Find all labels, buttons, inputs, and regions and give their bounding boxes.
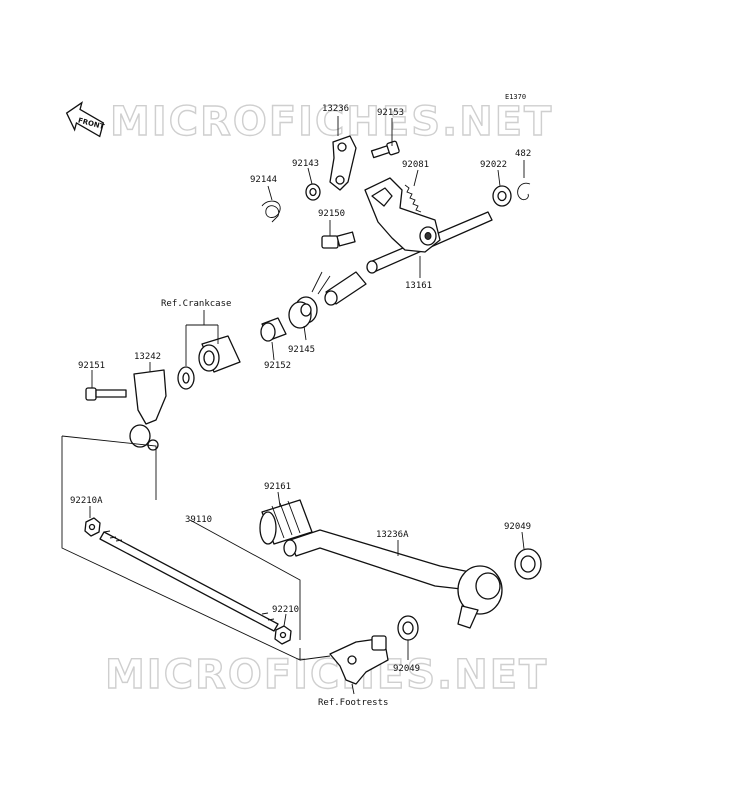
leader-lines [61, 116, 525, 695]
label-13236a: 13236A [376, 530, 409, 540]
label-92081: 92081 [402, 160, 429, 170]
collar-92152 [260, 317, 287, 342]
label-92151: 92151 [78, 361, 105, 371]
bolt-92153 [370, 140, 400, 159]
label-92161: 92161 [264, 482, 291, 492]
rubber-92161 [259, 499, 313, 545]
label-ref-crankcase: Ref.Crankcase [161, 299, 231, 309]
rod-39110 [99, 530, 279, 632]
label-13236: 13236 [322, 104, 349, 114]
shift-arm [364, 177, 441, 253]
nut-92210a [84, 517, 101, 537]
label-92143: 92143 [292, 159, 319, 169]
label-92022: 92022 [480, 160, 507, 170]
pedal-13236a [283, 529, 503, 629]
label-92049-bottom: 92049 [393, 664, 420, 674]
bearing-crankcase [177, 335, 241, 390]
label-92210a: 92210A [70, 496, 103, 506]
spring-92081 [404, 184, 422, 213]
label-92152: 92152 [264, 361, 291, 371]
front-arrow-icon: FRONT [65, 101, 105, 138]
label-92153: 92153 [377, 108, 404, 118]
label-92210: 92210 [272, 605, 299, 615]
collar-92143 [305, 183, 321, 201]
plate-13236 [329, 135, 357, 191]
circlip-482 [517, 182, 531, 201]
bolt-92150 [321, 231, 356, 249]
footrest-bracket [329, 635, 389, 685]
watermark-top: MICROFICHES.NET [110, 99, 553, 145]
label-13161: 13161 [405, 281, 432, 291]
label-482: 482 [515, 149, 531, 159]
label-92144: 92144 [250, 175, 277, 185]
label-13242: 13242 [134, 352, 161, 362]
spring-92145 [288, 271, 331, 329]
label-39110: 39110 [185, 515, 212, 525]
bolt-92151 [85, 387, 127, 401]
nut-92210 [274, 625, 292, 645]
washer-92049-top [514, 548, 542, 580]
label-92150: 92150 [318, 209, 345, 219]
diagram-code: E1370 [505, 93, 526, 101]
spring-92144 [261, 200, 281, 223]
washer-92049-bottom [397, 615, 419, 641]
lever-13242 [129, 369, 167, 451]
label-92049-top: 92049 [504, 522, 531, 532]
watermark-bottom: MICROFICHES.NET [105, 652, 548, 698]
label-ref-footrests: Ref.Footrests [318, 698, 388, 708]
label-92145: 92145 [288, 345, 315, 355]
shaft-pin [324, 271, 367, 306]
washer-92022 [492, 185, 512, 207]
